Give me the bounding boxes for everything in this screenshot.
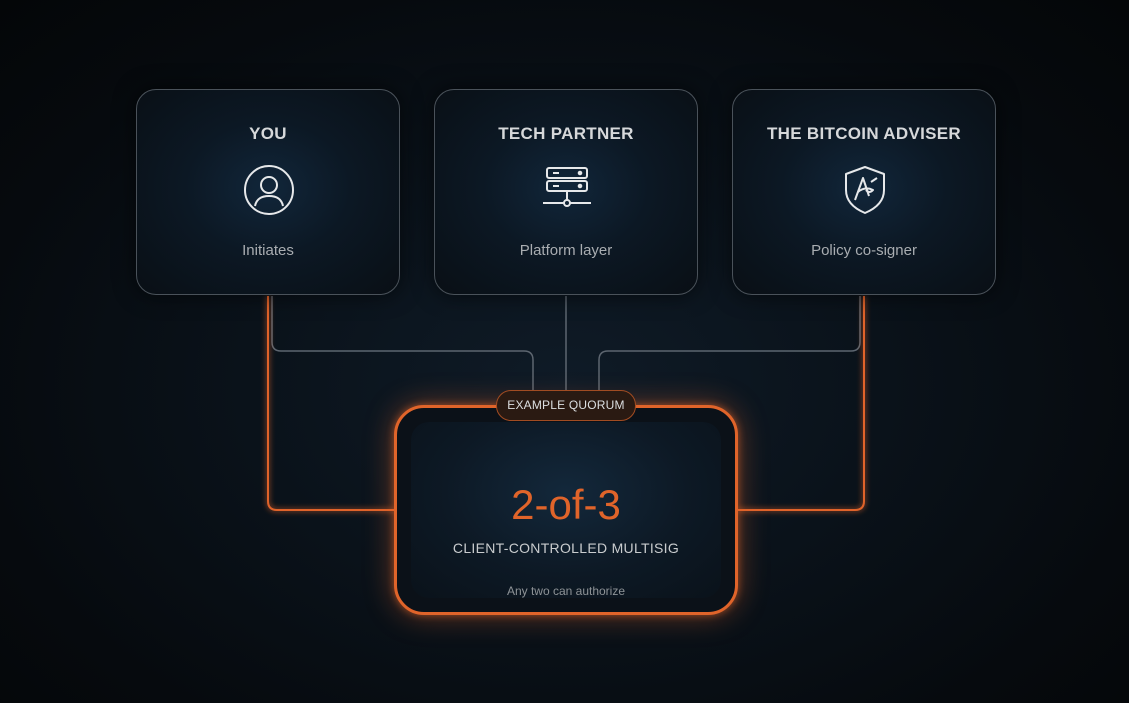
participant-title: YOU (249, 124, 287, 143)
quorum-label: CLIENT-CONTROLLED MULTISIG (452, 540, 680, 556)
connector-you-orange (267, 296, 396, 511)
connector-adviser-gray (598, 296, 861, 394)
participant-title: THE BITCOIN ADVISER (767, 124, 961, 143)
shield-signature-icon (839, 164, 891, 216)
server-icon (541, 164, 593, 216)
quorum-badge: EXAMPLE QUORUM (496, 390, 636, 421)
connector-you-gray (271, 296, 534, 394)
connector-adviser-orange (736, 296, 865, 511)
quorum-panel: 2-of-3 CLIENT-CONTROLLED MULTISIG Any tw… (411, 422, 721, 598)
participant-card-tech-partner: TECH PARTNER Platform layer (434, 89, 698, 295)
quorum-box: 2-of-3 CLIENT-CONTROLLED MULTISIG Any tw… (394, 405, 738, 615)
participant-card-bitcoin-adviser: THE BITCOIN ADVISER Policy co-signer (732, 89, 996, 295)
quorum-value: 2-of-3 (511, 481, 621, 528)
user-icon (243, 164, 295, 216)
participant-card-you: YOU Initiates (136, 89, 400, 295)
participant-title: TECH PARTNER (498, 124, 634, 143)
participant-subtitle: Policy co-signer (811, 242, 917, 259)
participant-subtitle: Platform layer (519, 242, 613, 259)
participant-subtitle: Initiates (242, 242, 294, 259)
quorum-note: Any two can authorize (506, 584, 626, 598)
